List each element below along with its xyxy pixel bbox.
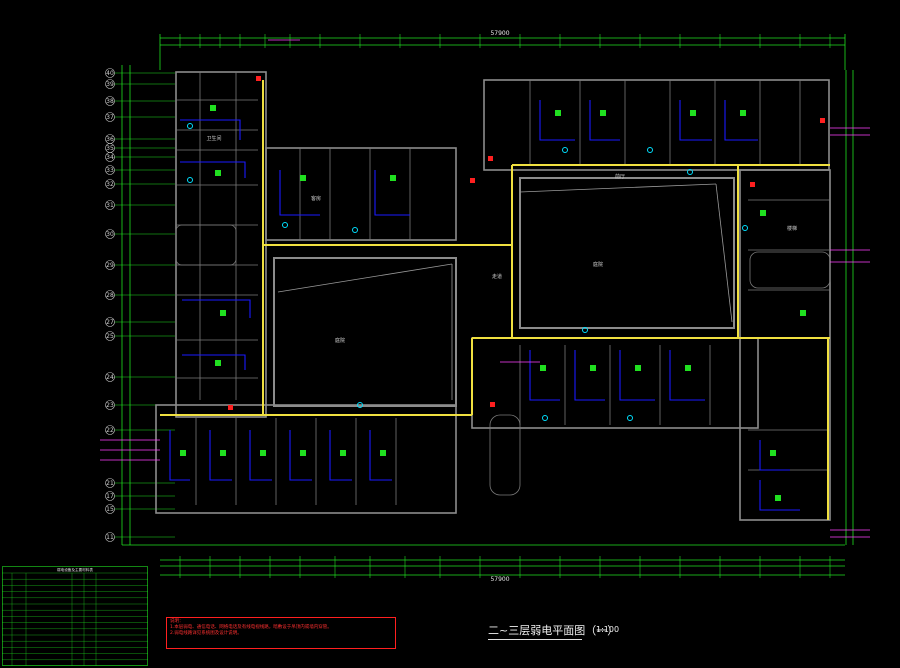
grid-axis-label: 25 bbox=[106, 333, 114, 340]
dimension-lines bbox=[110, 34, 854, 578]
grid-axis-label: 31 bbox=[106, 202, 114, 209]
courtyard-diagonals bbox=[277, 183, 733, 400]
courtyard-right-label: 庭院 bbox=[593, 261, 603, 268]
grid-axis-label: 35 bbox=[106, 145, 114, 152]
legend-table: 弱电设备及主要材料表 bbox=[2, 566, 148, 666]
grid-axis-label: 29 bbox=[106, 262, 114, 269]
cyan-outlets bbox=[187, 123, 748, 421]
corridor-label: 走道 bbox=[492, 273, 502, 280]
grid-axis-label: 30 bbox=[106, 231, 114, 238]
drawing-scale: 1:100 bbox=[596, 625, 620, 634]
drawing-title-block: 二~三层弱电平面图（一） 1:100 bbox=[488, 622, 648, 644]
grid-axis-label: 24 bbox=[106, 374, 114, 381]
toilet-label: 卫生间 bbox=[206, 135, 221, 142]
grid-axis-label: 17 bbox=[106, 493, 114, 500]
grid-axis-label: 38 bbox=[106, 98, 114, 105]
grid-axis-label: 34 bbox=[106, 154, 114, 161]
grid-axis-labels: 40 39 38 37 36 35 34 33 32 31 30 29 28 27 25 24 23 22 21 17… bbox=[106, 70, 114, 541]
grid-axis-label: 39 bbox=[106, 81, 114, 88]
title-underline bbox=[488, 639, 582, 640]
grid-axis-label: 40 bbox=[106, 70, 114, 77]
overall-dimension-top: 57900 bbox=[490, 30, 509, 37]
room-label-a: 客房 bbox=[311, 195, 321, 202]
grid-axis-label: 22 bbox=[106, 427, 114, 434]
courtyard-left-label: 庭院 bbox=[335, 337, 345, 344]
drawing-title: 二~三层弱电平面图（一） bbox=[488, 624, 619, 637]
lobby-label: 前厅 bbox=[615, 173, 625, 180]
building-walls bbox=[155, 71, 831, 521]
interior-partitions bbox=[175, 72, 831, 505]
legend-rows bbox=[2, 572, 148, 666]
cable-trays bbox=[160, 80, 830, 520]
grid-axis-label: 21 bbox=[106, 480, 114, 487]
legend-title: 弱电设备及主要材料表 bbox=[57, 567, 93, 572]
grid-axis-label: 11 bbox=[106, 534, 114, 541]
signal-cables bbox=[169, 100, 800, 511]
devices bbox=[180, 105, 806, 501]
magenta-leaders bbox=[100, 39, 870, 538]
grid-axis-label: 32 bbox=[106, 181, 114, 188]
design-notes-box: 说明： 1.本层弱电、通信电话、网络电话及有线电视线路，暗敷设于吊顶内或墙内穿管… bbox=[166, 617, 396, 649]
red-markers bbox=[228, 76, 825, 410]
grid-axis-label: 28 bbox=[106, 292, 114, 299]
stair-label: 楼梯 bbox=[787, 225, 797, 232]
grid-axis-label: 15 bbox=[106, 506, 114, 513]
design-notes-text: 说明： 1.本层弱电、通信电话、网络电话及有线电视线路，暗敷设于吊顶内或墙内穿管… bbox=[170, 619, 332, 636]
overall-dimension-bottom: 57900 bbox=[490, 576, 509, 583]
grid-axis-label: 36 bbox=[106, 136, 114, 143]
grid-axis-label: 33 bbox=[106, 167, 114, 174]
grid-axis-label: 27 bbox=[106, 319, 114, 326]
grid-axis-label: 23 bbox=[106, 402, 114, 409]
grid-bubbles-left bbox=[105, 68, 115, 542]
grid-axis-label: 37 bbox=[106, 114, 114, 121]
